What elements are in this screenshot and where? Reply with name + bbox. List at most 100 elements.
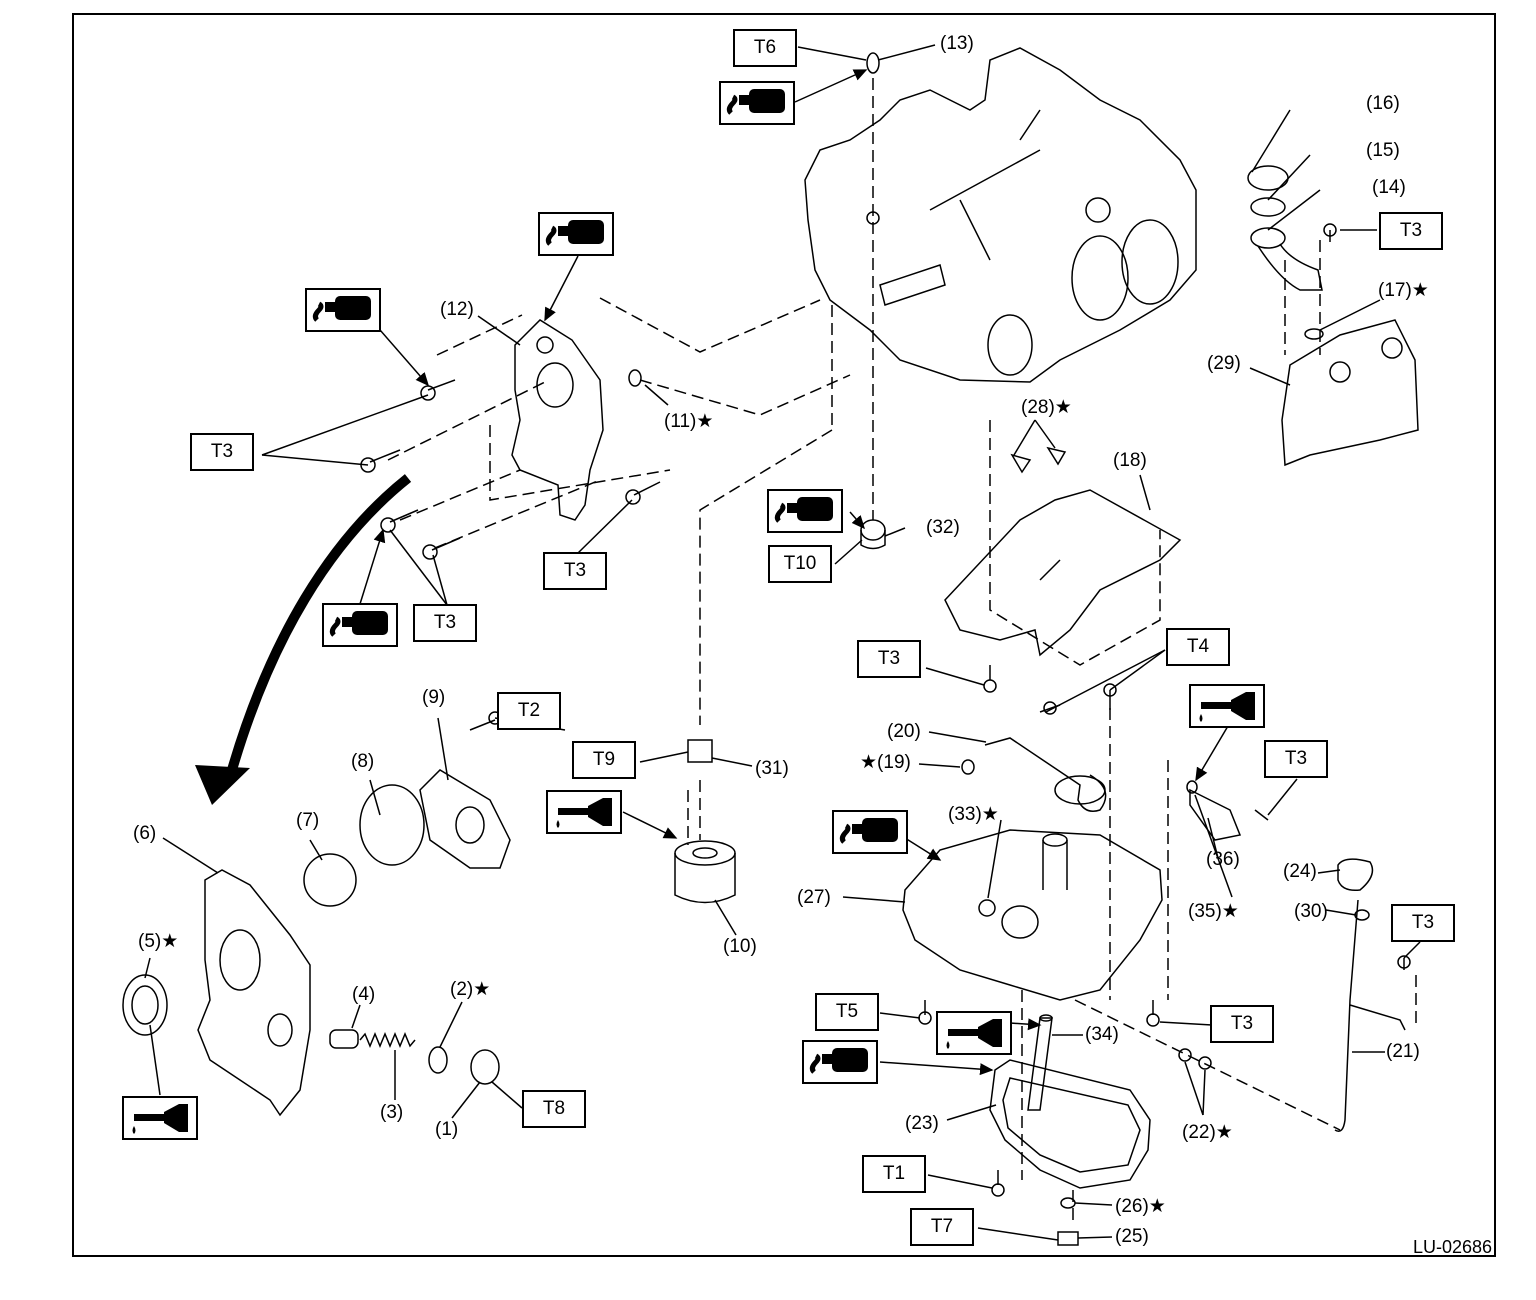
callout-3: (3) [380, 1102, 404, 1123]
callout-17: (17)★ [1378, 281, 1429, 300]
direction-arrow [227, 474, 412, 772]
star-icon: ★ [860, 752, 878, 773]
callout-text: (11) [664, 411, 697, 432]
callout-6: (6) [133, 823, 157, 844]
gauge-handle-24 [1337, 858, 1374, 892]
o-ring-11 [628, 369, 642, 387]
sealant-box [719, 81, 795, 125]
o-ring-19 [961, 759, 975, 775]
oil-filter [674, 840, 736, 904]
callout-text: (22) [1182, 1122, 1216, 1143]
star-icon: ★ [161, 931, 179, 952]
pan-bolts [918, 223, 1411, 1197]
star-icon: ★ [1148, 1196, 1166, 1217]
spring-3 [359, 1032, 416, 1048]
callout-21: (21) [1386, 1041, 1420, 1062]
torque-label-t8: T8 [522, 1090, 586, 1128]
pump-cover-9 [419, 769, 511, 869]
oil-seal-5 [122, 974, 168, 1036]
figure-id: LU-02686 [1412, 1237, 1492, 1257]
o-ring-17 [1304, 328, 1324, 340]
plug-13 [866, 52, 880, 74]
sealant-tube-icon [312, 296, 371, 322]
callout-10: (10) [723, 936, 757, 957]
oil-pan-lower-23 [989, 1059, 1151, 1189]
oil-strainer-20 [984, 737, 1107, 812]
callout-32: (32) [926, 517, 960, 538]
callout-text: (33) [948, 804, 982, 825]
callout-33: (33)★ [948, 805, 999, 824]
star-icon: ★ [473, 979, 491, 1000]
torque-label-t3: T3 [543, 552, 607, 590]
gasket-26 [1060, 1197, 1076, 1209]
torque-label-t4: T4 [1166, 628, 1230, 666]
engine-block [804, 47, 1197, 383]
torque-label-t3: T3 [1391, 904, 1455, 942]
seal-33 [978, 899, 996, 917]
oil-can-icon [1199, 692, 1255, 722]
oil-box [936, 1011, 1012, 1055]
callout-16: (16) [1366, 93, 1400, 114]
callout-14: (14) [1372, 177, 1406, 198]
baffle-plate-18 [944, 489, 1182, 657]
connector-31 [687, 739, 713, 763]
callout-text: (26) [1115, 1196, 1149, 1217]
sealant-tube-icon [809, 1048, 868, 1074]
torque-label-t1: T1 [862, 1155, 926, 1193]
torque-label-t3: T3 [190, 433, 254, 471]
oil-box [122, 1096, 198, 1140]
oil-level-pipe-34 [1027, 1017, 1053, 1111]
callout-15: (15) [1366, 140, 1400, 161]
plug-1 [470, 1049, 500, 1085]
callout-31: (31) [755, 758, 789, 779]
star-icon: ★ [1221, 901, 1239, 922]
torque-label-t3: T3 [1379, 212, 1443, 250]
torque-label-t2: T2 [497, 692, 561, 730]
relief-valve-4 [329, 1029, 359, 1049]
callout-19: ★(19) [860, 753, 911, 772]
torque-label-t3: T3 [1210, 1005, 1274, 1043]
callout-12: (12) [440, 299, 474, 320]
callout-34: (34) [1085, 1024, 1119, 1045]
callout-text: (19) [877, 752, 911, 773]
level-gauge-21 [1334, 899, 1359, 1132]
outer-rotor-8 [359, 784, 425, 866]
torque-label-t5: T5 [815, 993, 879, 1031]
oil-box [1189, 684, 1265, 728]
callout-22: (22)★ [1182, 1123, 1233, 1142]
torque-label-t7: T7 [910, 1208, 974, 1246]
callout-text: (28) [1021, 397, 1055, 418]
torque-label-t6: T6 [733, 29, 797, 67]
callout-text: (35) [1188, 901, 1222, 922]
sealant-tube-icon [839, 818, 898, 844]
star-icon: ★ [981, 804, 999, 825]
callout-4: (4) [352, 984, 376, 1005]
callout-36: (36) [1206, 849, 1240, 870]
pump-bolts [360, 379, 661, 560]
sensor-36 [1189, 788, 1242, 841]
sealant-box [767, 489, 843, 533]
oil-box [546, 790, 622, 834]
plug-32 [860, 519, 886, 541]
oil-can-icon [556, 798, 612, 828]
oil-pan-upper-27 [902, 829, 1163, 1001]
inner-rotor-7 [303, 853, 357, 907]
star-icon: ★ [1411, 280, 1429, 301]
direction-arrowhead [195, 765, 250, 805]
star-icon: ★ [1054, 397, 1072, 418]
star-icon: ★ [696, 411, 714, 432]
sealant-tube-icon [726, 89, 785, 115]
callout-7: (7) [296, 810, 320, 831]
callout-1: (1) [435, 1119, 459, 1140]
torque-label-t3: T3 [1264, 740, 1328, 778]
callout-30: (30) [1294, 901, 1328, 922]
callout-text: (2) [450, 979, 474, 1000]
oil-pump-assembly [511, 319, 604, 521]
torque-label-t3: T3 [857, 640, 921, 678]
callout-13: (13) [940, 33, 974, 54]
sealant-tube-icon [545, 220, 604, 246]
torque-label-t10: T10 [768, 545, 832, 583]
sealant-box [538, 212, 614, 256]
callout-26: (26)★ [1115, 1197, 1166, 1216]
